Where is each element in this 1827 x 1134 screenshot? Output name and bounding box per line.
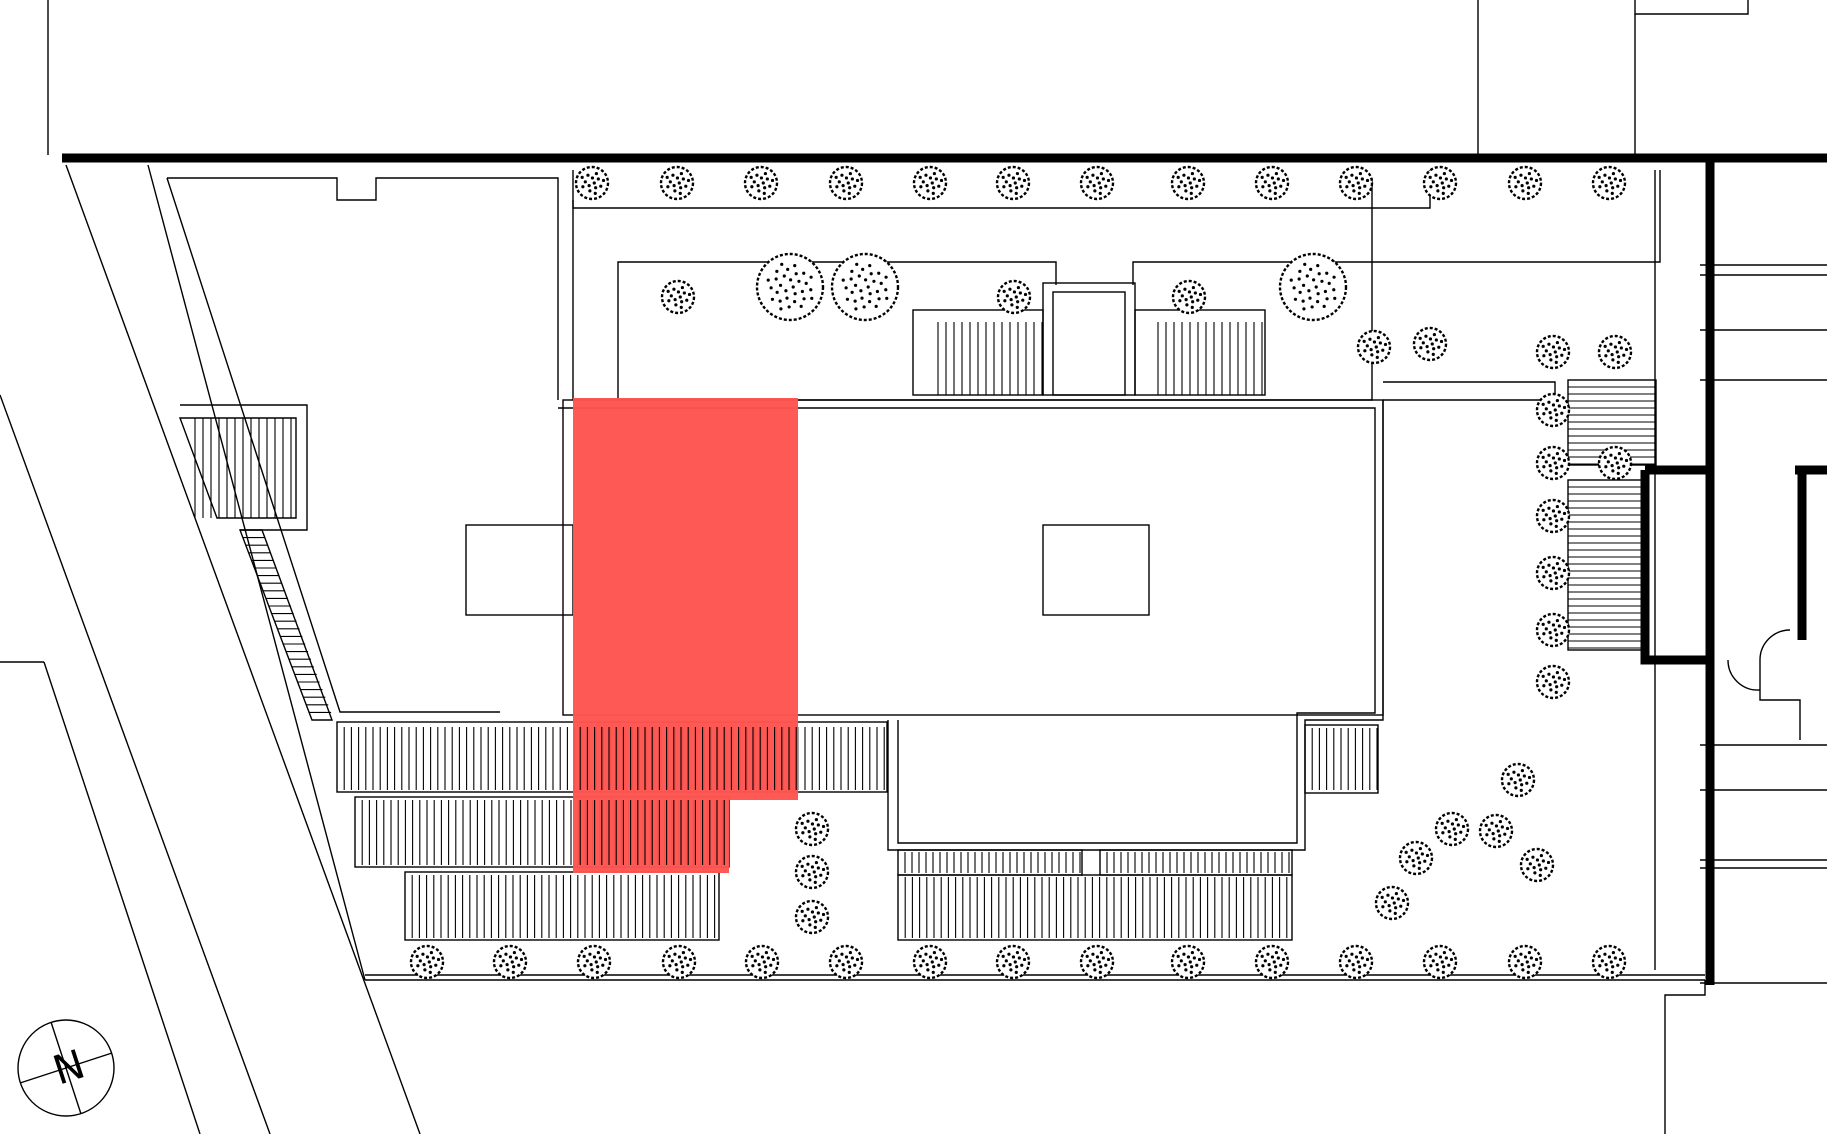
tree-icon — [830, 252, 900, 322]
tree-icon — [995, 165, 1031, 201]
west-wing — [166, 177, 574, 713]
tree-icon — [1535, 392, 1571, 428]
trees — [409, 165, 1633, 980]
tree-icon — [1597, 445, 1633, 481]
tree-icon — [912, 944, 948, 980]
tree-icon — [1278, 252, 1348, 322]
south-boundary — [365, 974, 1706, 1134]
tree-icon — [794, 854, 830, 890]
tree-icon — [1254, 944, 1290, 980]
tree-icon — [1597, 334, 1633, 370]
tree-icon — [828, 944, 864, 980]
tree-icon — [1519, 847, 1555, 883]
tree-icon — [659, 165, 695, 201]
north-stairs — [912, 309, 1266, 396]
tree-icon — [409, 944, 445, 980]
tree-icon — [1535, 664, 1571, 700]
highlighted-section — [573, 398, 798, 873]
tree-icon — [1535, 498, 1571, 534]
tree-icon — [794, 899, 830, 935]
tree-icon — [1500, 762, 1536, 798]
tree-icon — [1356, 329, 1392, 365]
tree-icon — [1079, 165, 1115, 201]
tree-icon — [912, 165, 948, 201]
tree-icon — [1535, 445, 1571, 481]
tree-icon — [1591, 944, 1627, 980]
tree-icon — [1398, 840, 1434, 876]
tree-icon — [995, 944, 1031, 980]
tree-icon — [1338, 944, 1374, 980]
tree-icon — [1535, 612, 1571, 648]
tree-icon — [1591, 165, 1627, 201]
tree-icon — [1434, 811, 1470, 847]
tree-icon — [1422, 944, 1458, 980]
tree-icon — [574, 165, 610, 201]
tree-icon — [1170, 944, 1206, 980]
east-building — [1640, 158, 1827, 985]
tree-icon — [1478, 813, 1514, 849]
west-stairs — [178, 417, 334, 721]
tree-icon — [1338, 165, 1374, 201]
tree-icon — [828, 165, 864, 201]
tree-icon — [996, 279, 1032, 315]
south-terraces — [336, 721, 1379, 941]
tree-icon — [1535, 555, 1571, 591]
tree-icon — [743, 165, 779, 201]
tree-icon — [660, 279, 696, 315]
tree-icon — [1374, 885, 1410, 921]
tree-icon — [794, 811, 830, 847]
tree-icon — [576, 944, 612, 980]
tree-icon — [492, 944, 528, 980]
north-arrow: N — [17, 1019, 115, 1117]
tree-icon — [1422, 165, 1458, 201]
tree-icon — [1412, 326, 1448, 362]
north-label: N — [48, 1042, 91, 1095]
tree-icon — [661, 944, 697, 980]
neighbour-buildings — [47, 0, 1749, 155]
tree-icon — [1507, 165, 1543, 201]
central-building — [558, 170, 1661, 851]
tree-icon — [1170, 165, 1206, 201]
tree-icon — [1254, 165, 1290, 201]
tree-icon — [744, 944, 780, 980]
tree-icon — [1171, 279, 1207, 315]
tree-icon — [755, 252, 825, 322]
tree-icon — [1079, 944, 1115, 980]
tree-icon — [1507, 944, 1543, 980]
tree-icon — [1535, 334, 1571, 370]
